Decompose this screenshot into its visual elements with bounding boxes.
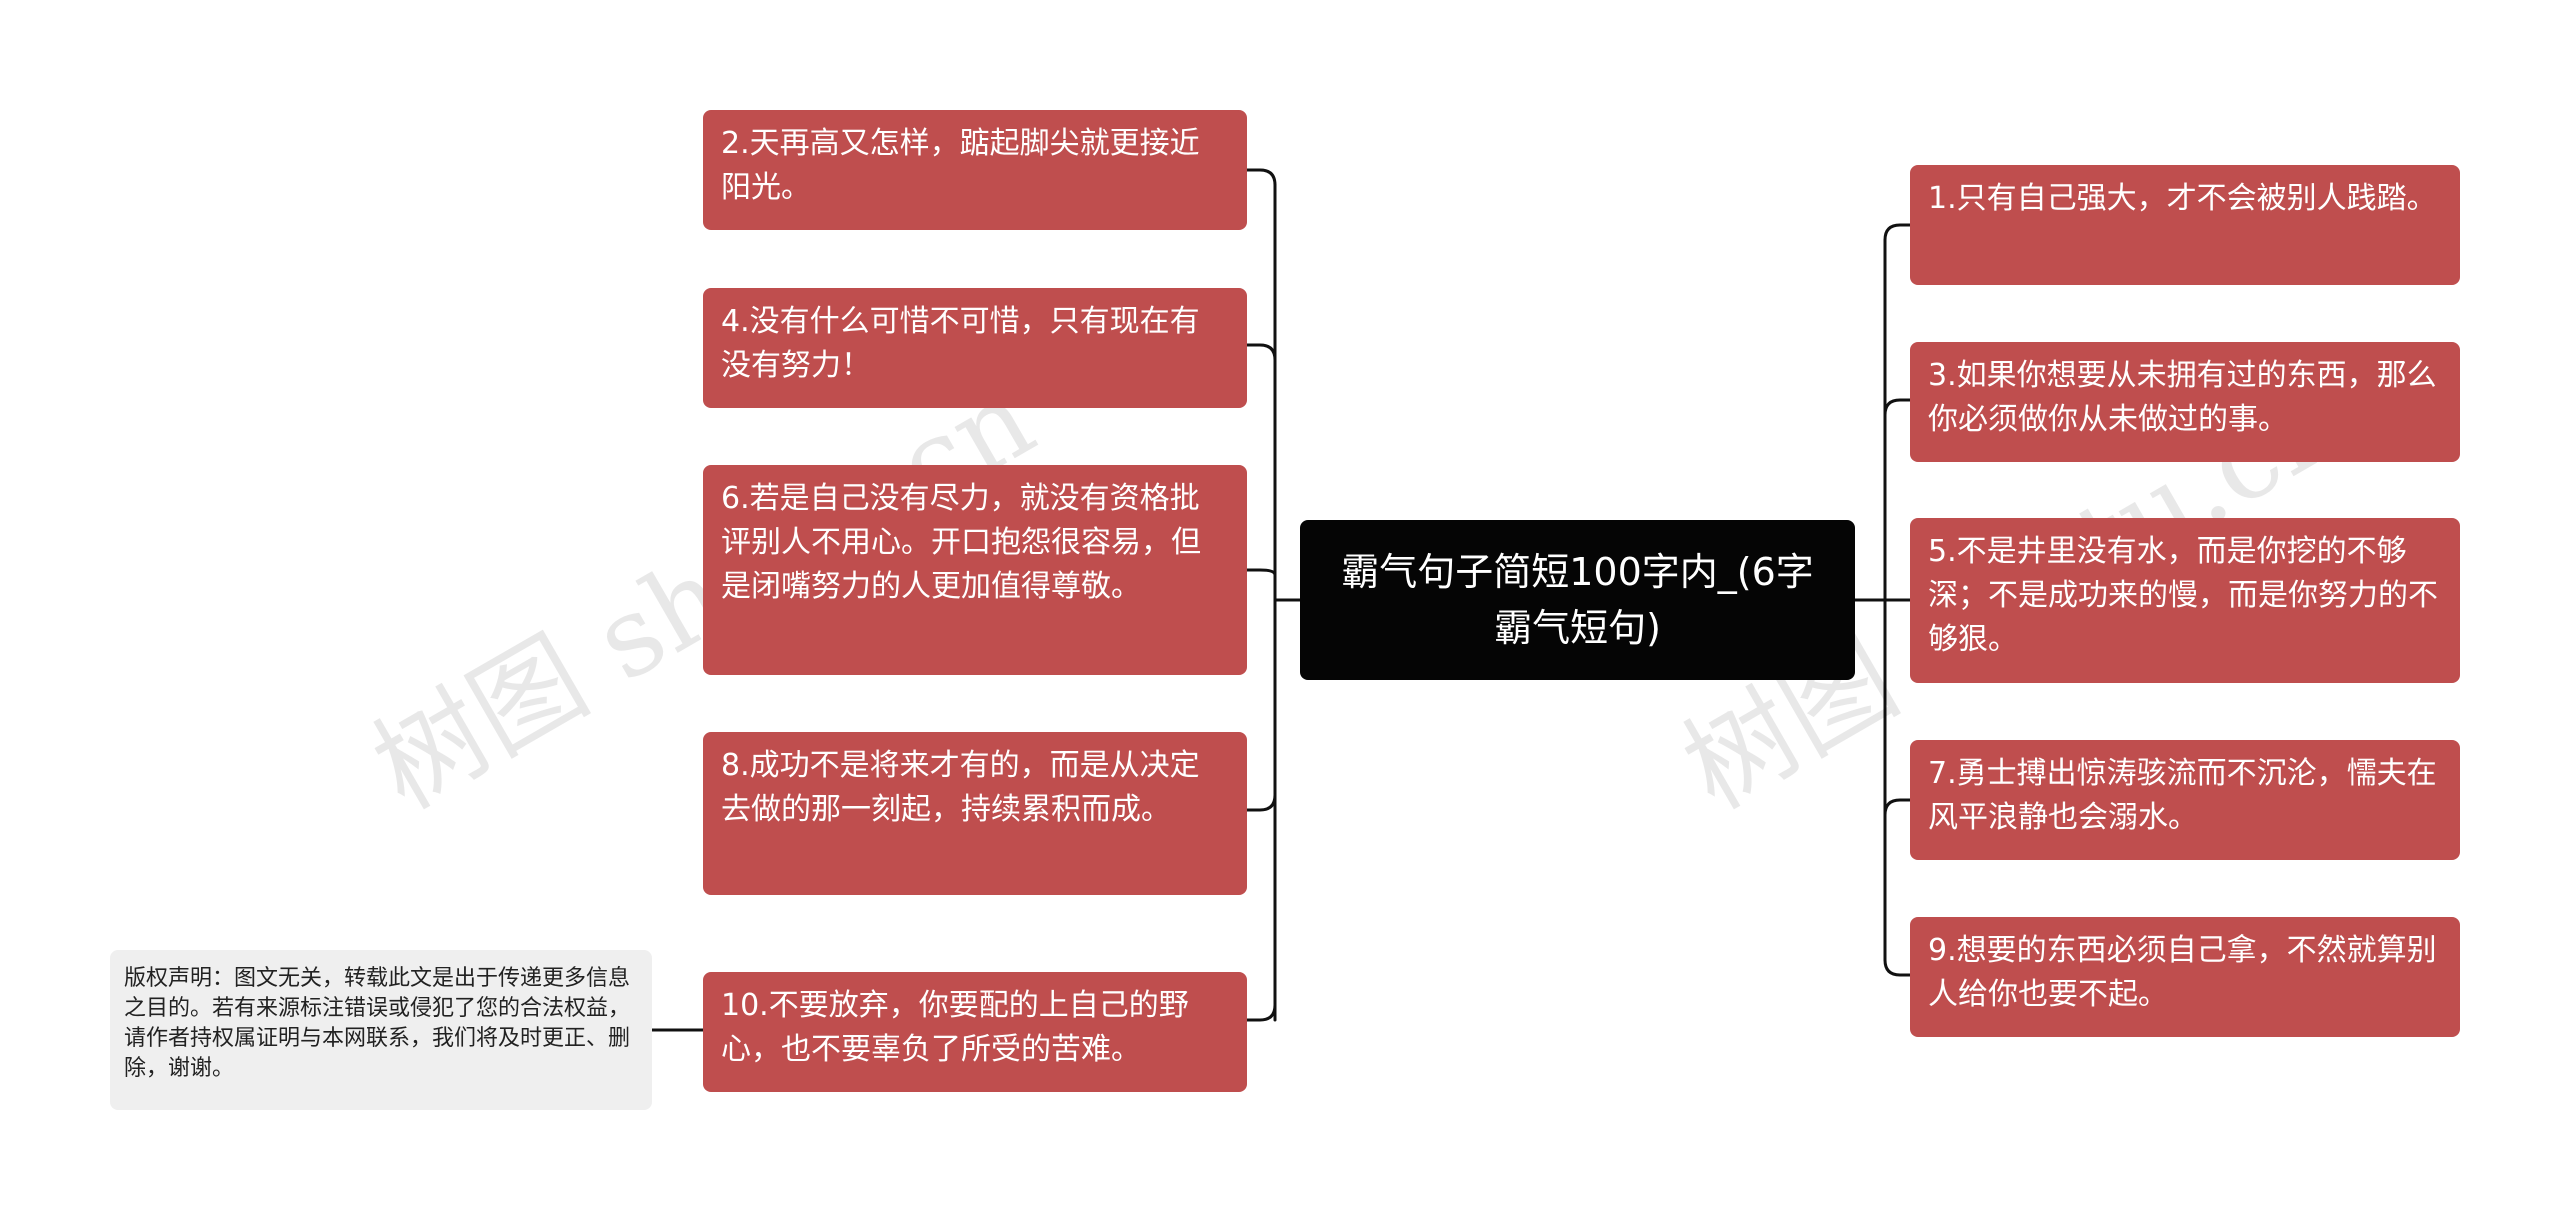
connector-left-1 xyxy=(1245,168,1277,187)
topic-node-3[interactable]: 3.如果你想要从未拥有过的东西，那么你必须做你从未做过的事。 xyxy=(1910,342,2460,462)
topic-node-4[interactable]: 4.没有什么可惜不可惜，只有现在有没有努力！ xyxy=(703,288,1247,408)
central-topic[interactable]: 霸气句子简短100字内_(6字霸气短句) xyxy=(1300,520,1855,680)
topic-node-5[interactable]: 5.不是井里没有水，而是你挖的不够深；不是成功来的慢，而是你努力的不够狠。 xyxy=(1910,518,2460,683)
connector-left-4 xyxy=(1245,793,1277,812)
connector-right-4 xyxy=(1883,798,1912,817)
topic-node-10[interactable]: 10.不要放弃，你要配的上自己的野心，也不要辜负了所受的苦难。 xyxy=(703,972,1247,1092)
connector-right-5 xyxy=(1883,958,1912,977)
connector-right-2 xyxy=(1883,398,1912,417)
connector-left-3 xyxy=(1245,568,1277,577)
connector-right-1 xyxy=(1883,223,1912,242)
topic-node-7[interactable]: 7.勇士搏出惊涛骇流而不沉沦，懦夫在风平浪静也会溺水。 xyxy=(1910,740,2460,860)
topic-node-6[interactable]: 6.若是自己没有尽力，就没有资格批评别人不用心。开口抱怨很容易，但是闭嘴努力的人… xyxy=(703,465,1247,675)
topic-node-2[interactable]: 2.天再高又怎样，踮起脚尖就更接近阳光。 xyxy=(703,110,1247,230)
central-topic-label: 霸气句子简短100字内_(6字霸气短句) xyxy=(1341,550,1814,650)
topic-node-1[interactable]: 1.只有自己强大，才不会被别人践踏。 xyxy=(1910,165,2460,285)
topic-node-9[interactable]: 9.想要的东西必须自己拿，不然就算别人给你也要不起。 xyxy=(1910,917,2460,1037)
copyright-note: 版权声明：图文无关，转载此文是出于传递更多信息之目的。若有来源标注错误或侵犯了您… xyxy=(110,950,652,1110)
connector-left-5 xyxy=(1245,1003,1277,1022)
topic-node-8[interactable]: 8.成功不是将来才有的，而是从决定去做的那一刻起，持续累积而成。 xyxy=(703,732,1247,895)
connector-left-2 xyxy=(1245,343,1277,362)
